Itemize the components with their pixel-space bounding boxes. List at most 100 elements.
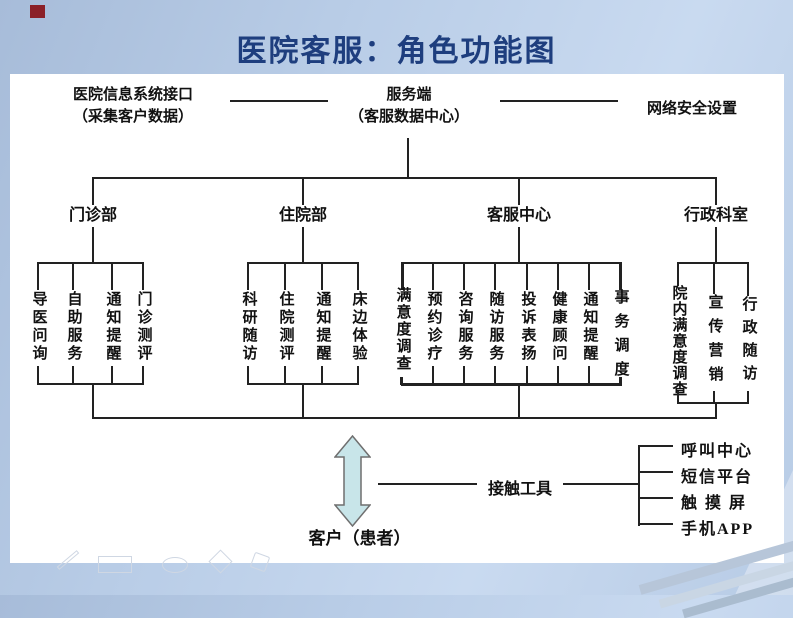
connector-line	[638, 445, 673, 447]
function-item: 随访服务	[487, 291, 504, 363]
connector-line	[715, 177, 717, 205]
connector-line	[432, 366, 434, 384]
connector-line	[747, 262, 749, 296]
connector-line	[463, 262, 465, 290]
connector-line	[302, 383, 304, 419]
connector-line	[563, 483, 639, 485]
branch-inpatient: 住院部	[278, 207, 327, 224]
function-item: 通知提醒	[314, 291, 331, 363]
function-item: 门诊测评	[135, 291, 152, 363]
connector-line	[247, 262, 249, 290]
connector-line	[357, 366, 359, 384]
his-interface-line2: （采集客户数据）	[72, 109, 193, 125]
template-decoration	[162, 557, 188, 573]
node-network-security: 网络安全设置	[646, 101, 737, 117]
connector-line	[588, 262, 590, 290]
function-item: 导医问询	[30, 291, 47, 363]
connector-line	[37, 383, 144, 385]
function-item: 咨询服务	[456, 291, 473, 363]
connector-line	[230, 100, 328, 102]
connector-line	[526, 366, 528, 384]
connector-line	[37, 262, 144, 264]
connector-line	[401, 262, 622, 264]
connector-line	[715, 402, 717, 419]
function-item: 宣传营销	[706, 294, 723, 390]
connector-line	[284, 366, 286, 384]
channel-mobile-app: 手机APP	[681, 521, 755, 538]
diagram-panel	[10, 74, 784, 563]
connector-line	[321, 262, 323, 290]
function-item: 院内满意度调查	[670, 285, 687, 397]
function-item: 行政随访	[740, 296, 757, 388]
connector-line	[432, 262, 434, 290]
node-contact-tools: 接触工具	[487, 481, 552, 498]
function-item: 预约诊疗	[425, 291, 442, 363]
function-item: 投诉表扬	[519, 291, 536, 363]
connector-line	[72, 262, 74, 290]
function-item: 通知提醒	[104, 291, 121, 363]
node-his-interface: 医院信息系统接口 （采集客户数据）	[38, 84, 228, 128]
connector-line	[619, 262, 622, 290]
connector-line	[92, 177, 717, 179]
connector-line	[619, 377, 622, 385]
connector-line	[247, 366, 249, 384]
function-item: 住院测评	[277, 291, 294, 363]
server-line2: （客服数据中心）	[348, 109, 469, 125]
channel-sms-platform: 短信平台	[681, 469, 754, 486]
connector-line	[72, 366, 74, 384]
channel-call-center: 呼叫中心	[681, 443, 754, 460]
connector-line	[111, 262, 113, 290]
connector-line	[494, 366, 496, 384]
connector-line	[92, 227, 94, 263]
connector-line	[557, 262, 559, 290]
function-item: 自助服务	[65, 291, 82, 363]
connector-line	[747, 391, 749, 403]
connector-line	[111, 366, 113, 384]
connector-line	[463, 366, 465, 384]
function-item: 床边体验	[350, 291, 367, 363]
connector-line	[92, 383, 94, 419]
connector-line	[92, 177, 94, 205]
accent-square	[30, 5, 45, 18]
function-item: 通知提醒	[581, 291, 598, 363]
connector-line	[401, 262, 404, 290]
function-item: 事务调度	[612, 289, 629, 385]
node-customer: 客户（患者）	[308, 529, 411, 548]
connector-line	[142, 366, 144, 384]
connector-line	[321, 366, 323, 384]
connector-line	[302, 177, 304, 205]
connector-line	[518, 383, 520, 419]
connector-line	[677, 262, 679, 286]
server-line1: 服务端	[386, 87, 432, 103]
connector-line	[713, 391, 715, 403]
slide-title: 医院客服：角色功能图	[236, 35, 557, 68]
connector-line	[400, 377, 403, 385]
connector-line	[677, 402, 749, 404]
connector-line	[500, 100, 618, 102]
connector-line	[715, 227, 717, 263]
connector-line	[494, 262, 496, 290]
connector-line	[37, 262, 39, 290]
connector-line	[638, 471, 673, 473]
connector-line	[142, 262, 144, 290]
connector-line	[557, 366, 559, 384]
connector-line	[588, 366, 590, 384]
connector-line	[407, 138, 409, 178]
connector-line	[284, 262, 286, 290]
branch-service-center: 客服中心	[486, 207, 551, 224]
connector-line	[526, 262, 528, 290]
connector-line	[37, 366, 39, 384]
connector-line	[247, 262, 359, 264]
connector-line	[638, 497, 673, 499]
template-decoration	[98, 556, 132, 573]
connector-line	[638, 445, 640, 526]
double-arrow	[334, 435, 371, 527]
function-item: 科研随访	[240, 291, 257, 363]
connector-line	[302, 227, 304, 263]
connector-line	[518, 177, 520, 205]
function-item: 健康顾问	[550, 291, 567, 363]
function-item: 满意度调查	[394, 287, 411, 372]
connector-line	[677, 391, 679, 403]
channel-touch-screen: 触 摸 屏	[681, 495, 748, 512]
